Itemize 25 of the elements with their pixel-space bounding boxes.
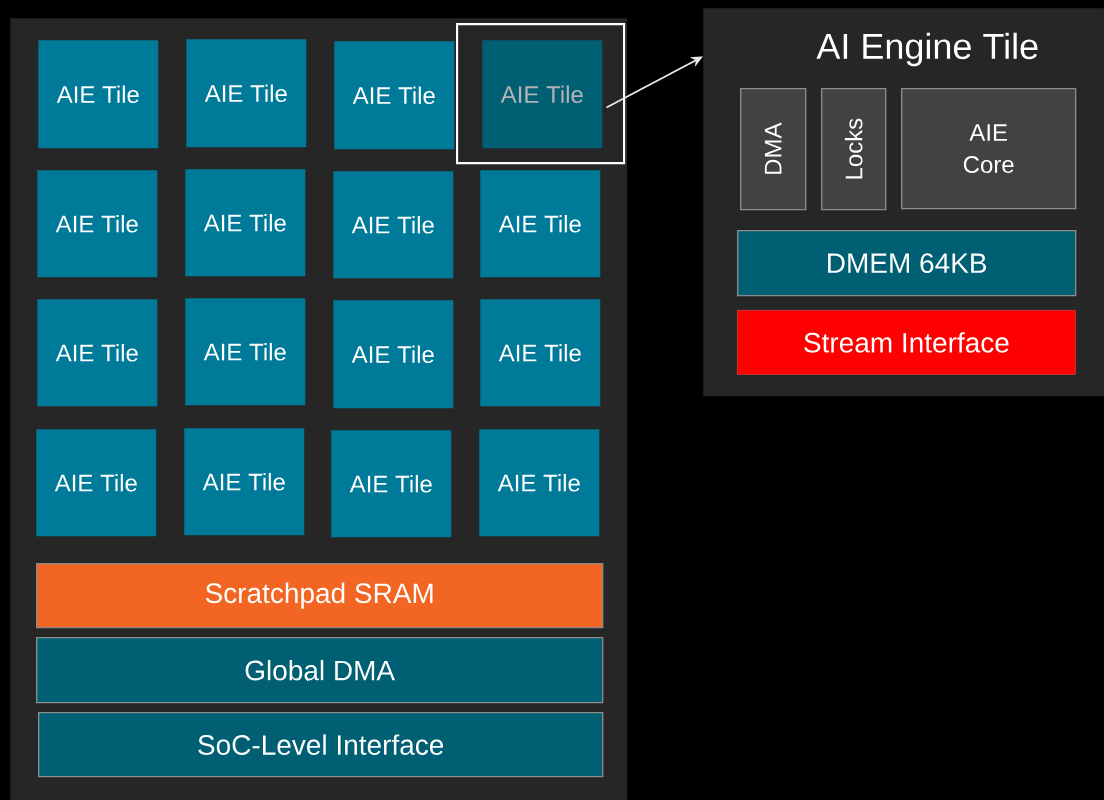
tile-box: AIE Tile	[333, 171, 454, 279]
interface-bar: Stream Interface	[737, 310, 1076, 375]
tile-box: AIE Tile	[331, 430, 452, 538]
memory-bar: DMEM 64KB	[737, 230, 1077, 297]
tile-box: AIE Tile	[482, 40, 603, 149]
tile-box: AIE Tile	[186, 39, 307, 148]
dma-bar: Global DMA	[36, 637, 604, 704]
tile-box: AIE Tile	[184, 428, 305, 536]
highlight-frame	[456, 23, 626, 165]
tile-box: AIE Tile	[37, 170, 158, 278]
memory-bar: Scratchpad SRAM	[36, 563, 604, 629]
tile-box: AIE Tile	[479, 429, 600, 537]
tile-box: AIE Tile	[185, 169, 306, 277]
tile-box: AIE Tile	[36, 429, 157, 537]
tile-box: AIE Tile	[37, 299, 158, 407]
interface-bar: SoC-Level Interface	[38, 712, 604, 778]
tile-box: AIE Tile	[480, 299, 601, 407]
tile-box: AIE Tile	[334, 41, 455, 150]
tile-box: AIE Tile	[185, 298, 306, 406]
dma-box: DMA	[740, 88, 807, 211]
tile-box: AIE Tile	[480, 170, 601, 278]
tile-box: AIE Tile	[333, 300, 454, 409]
tile-box: AIE Tile	[38, 40, 159, 149]
core-box: AIE Core	[901, 88, 1077, 210]
locks-box: Locks	[821, 88, 887, 211]
